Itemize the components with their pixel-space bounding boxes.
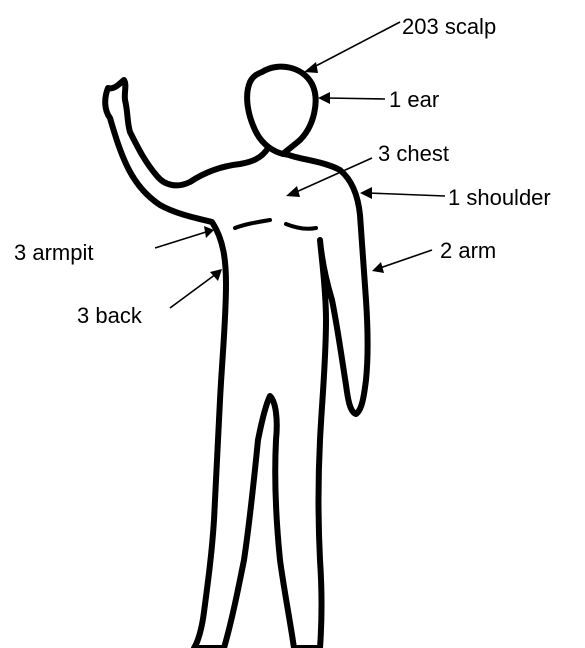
labels: 203 scalp 1 ear 3 chest 1 shoulder 3 arm… <box>14 14 551 328</box>
ear-arrowhead <box>318 92 330 104</box>
shoulder-leader <box>368 193 445 196</box>
arm-label: 2 arm <box>440 238 496 263</box>
arm-leader <box>380 250 432 268</box>
shoulder-arrowhead <box>360 187 372 199</box>
scalp-label: 203 scalp <box>402 14 496 39</box>
chest-arrowhead <box>286 186 300 197</box>
ear-label: 1 ear <box>389 87 439 112</box>
chest-leader <box>294 158 372 193</box>
left-pectoral-line <box>235 220 270 228</box>
chest-label: 3 chest <box>378 141 449 166</box>
head-outline <box>247 67 315 154</box>
armpit-leader <box>155 232 206 248</box>
right-pectoral-line <box>286 224 316 229</box>
body-outline <box>105 80 367 648</box>
arm-arrowhead <box>372 262 384 273</box>
scalp-leader <box>312 22 400 68</box>
back-label: 3 back <box>77 303 143 328</box>
human-figure <box>105 67 367 648</box>
back-leader <box>170 274 216 308</box>
ear-leader <box>326 98 385 99</box>
armpit-label: 3 armpit <box>14 240 93 265</box>
shoulder-label: 1 shoulder <box>448 185 551 210</box>
scalp-arrowhead <box>304 62 318 73</box>
back-arrowhead <box>210 269 222 281</box>
